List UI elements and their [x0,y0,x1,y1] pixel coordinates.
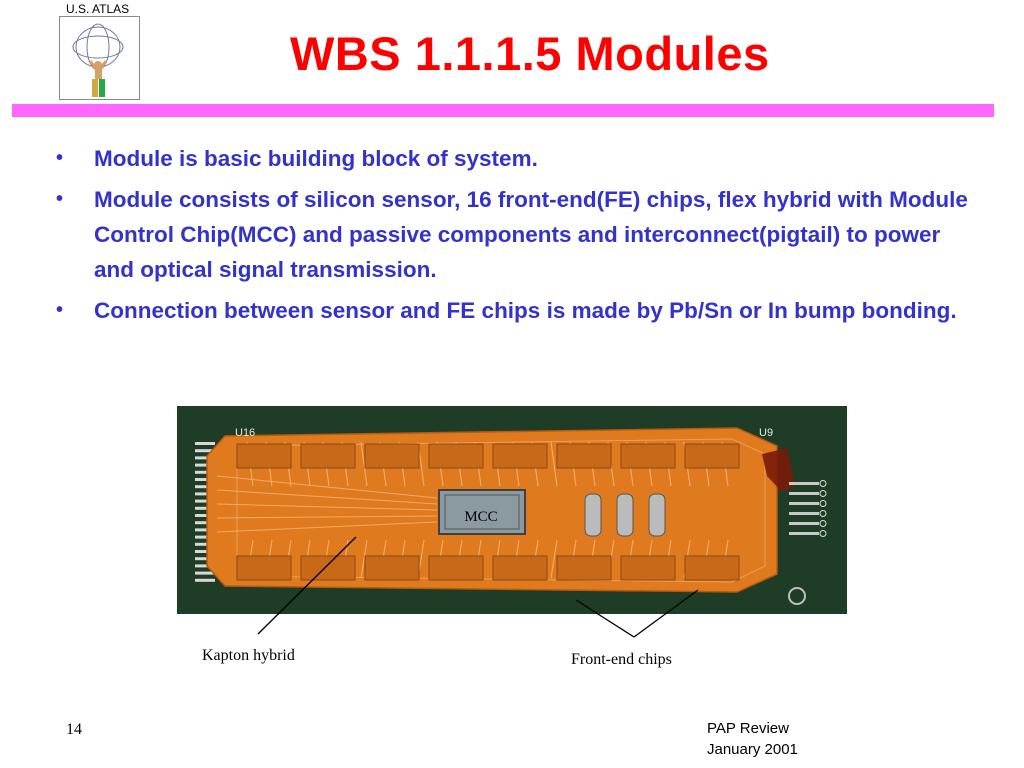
atlas-figure-icon [72,23,124,97]
front-end-chip-row [236,443,740,581]
bullet-item: • Module is basic building block of syste… [56,141,986,176]
fe-chip [428,555,484,581]
footer-info: PAP Review January 2001 [707,718,798,760]
mcc-chip [438,489,526,535]
fe-chip [428,443,484,469]
fe-chip [236,555,292,581]
fe-chip [556,443,612,469]
fe-chip [236,443,292,469]
title-divider [12,104,994,117]
fe-chip [492,443,548,469]
bullet-text: Module is basic building block of system… [94,146,538,171]
fe-chip [300,443,356,469]
fe-chip [300,555,356,581]
footer-line-1: PAP Review [707,720,789,737]
board-label-u9: U9 [759,427,773,439]
bullet-dot: • [56,147,64,169]
pigtail [762,448,795,492]
slide-title: WBS 1.1.1.5 Modules [290,27,770,80]
fe-chip [364,443,420,469]
fe-chip [684,443,740,469]
bullet-text: Connection between sensor and FE chips i… [94,298,957,323]
logo-text: U.S. ATLAS [66,2,130,16]
fe-chip [684,555,740,581]
bullet-item: • Connection between sensor and FE chips … [56,293,986,328]
mounting-hole [788,587,806,605]
footer-line-2: January 2001 [707,741,798,758]
front-end-chips-label: Front-end chips [571,651,672,668]
fe-chip [620,443,676,469]
passive-components [584,493,666,537]
fe-chip [492,555,548,581]
fe-chip [620,555,676,581]
bullet-text: Module consists of silicon sensor, 16 fr… [94,187,968,282]
right-connector-pins [789,480,827,537]
fe-chip [556,555,612,581]
module-photo: MCC U16 U9 [177,406,847,614]
kapton-hybrid-label: Kapton hybrid [202,647,295,664]
board-label-u16: U16 [235,427,255,439]
bullet-dot: • [56,299,64,321]
bullet-dot: • [56,188,64,210]
atlas-logo [59,16,140,100]
page-number: 14 [66,721,82,738]
fe-chip [364,555,420,581]
mcc-label: MCC [464,509,497,525]
bullet-list: • Module is basic building block of syste… [56,141,986,334]
bullet-item: • Module consists of silicon sensor, 16 f… [56,182,986,287]
left-connector-pins [195,442,215,582]
